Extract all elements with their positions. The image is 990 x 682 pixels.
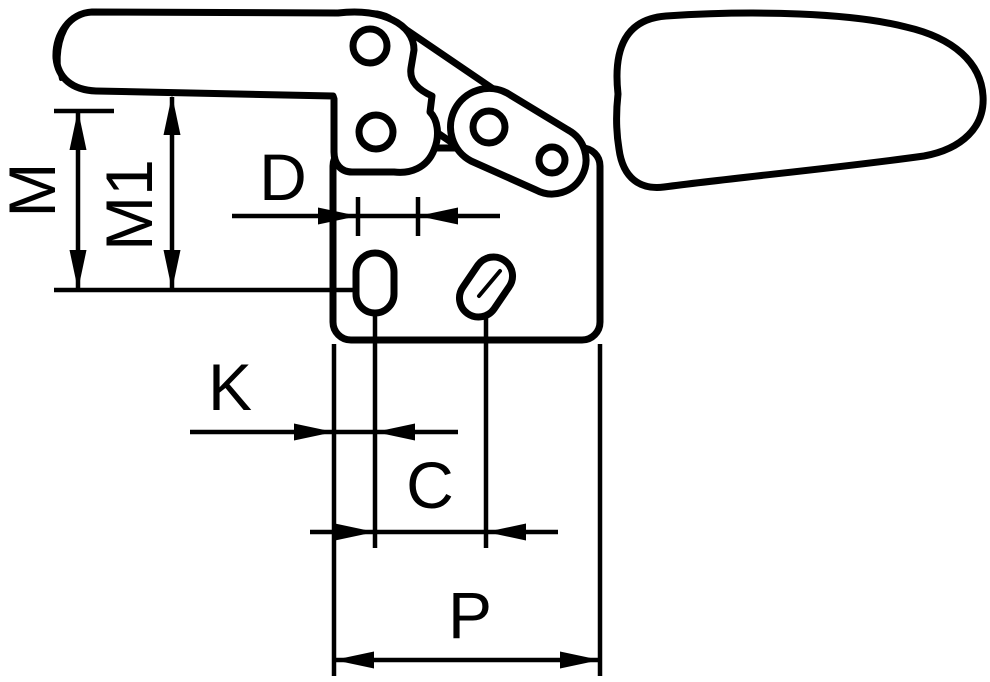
dimension-c: C (310, 448, 558, 541)
dimension-label-d: D (259, 140, 307, 214)
slot-angle-tick (477, 269, 502, 298)
dimension-label-m: M (0, 163, 69, 218)
dimension-label-p: P (448, 578, 492, 652)
dim-d-arrow-left (318, 207, 358, 225)
handle-group (613, 9, 987, 191)
dimension-p: P (334, 578, 600, 669)
dim-c-arrow-left (335, 523, 375, 541)
dim-k-arrow-right (375, 423, 415, 441)
dimension-label-m1: M1 (92, 159, 166, 251)
pivot-hole-lower (355, 111, 397, 153)
dim-p-arrow-right (560, 651, 600, 669)
dimension-d: D (232, 140, 500, 236)
arm-end-edge-line (56, 22, 71, 81)
dim-m1-arrow-down (163, 250, 181, 290)
dimension-m1: M1 (92, 95, 181, 290)
dimension-k: K (190, 350, 458, 441)
dim-p-arrow-left (334, 651, 374, 669)
dimension-label-k: K (208, 350, 252, 424)
dim-m-arrow-down (69, 250, 87, 290)
dim-c-arrow-right (486, 523, 526, 541)
link-hole-handle (535, 143, 569, 177)
dim-m1-arrow-up (163, 95, 181, 135)
dim-k-arrow-left (294, 423, 334, 441)
mounting-slot-left (352, 249, 398, 317)
clamp-arm-group (52, 8, 441, 176)
dim-m-arrow-up (69, 110, 87, 150)
holes-group (349, 25, 569, 177)
link-hole-middle (469, 107, 509, 147)
dimension-m: M (0, 108, 354, 293)
handle (613, 9, 987, 191)
dimension-label-c: C (406, 448, 454, 522)
pivot-hole-top (349, 25, 391, 67)
clamp-base-body (329, 144, 604, 344)
dim-d-arrow-right (418, 207, 458, 225)
